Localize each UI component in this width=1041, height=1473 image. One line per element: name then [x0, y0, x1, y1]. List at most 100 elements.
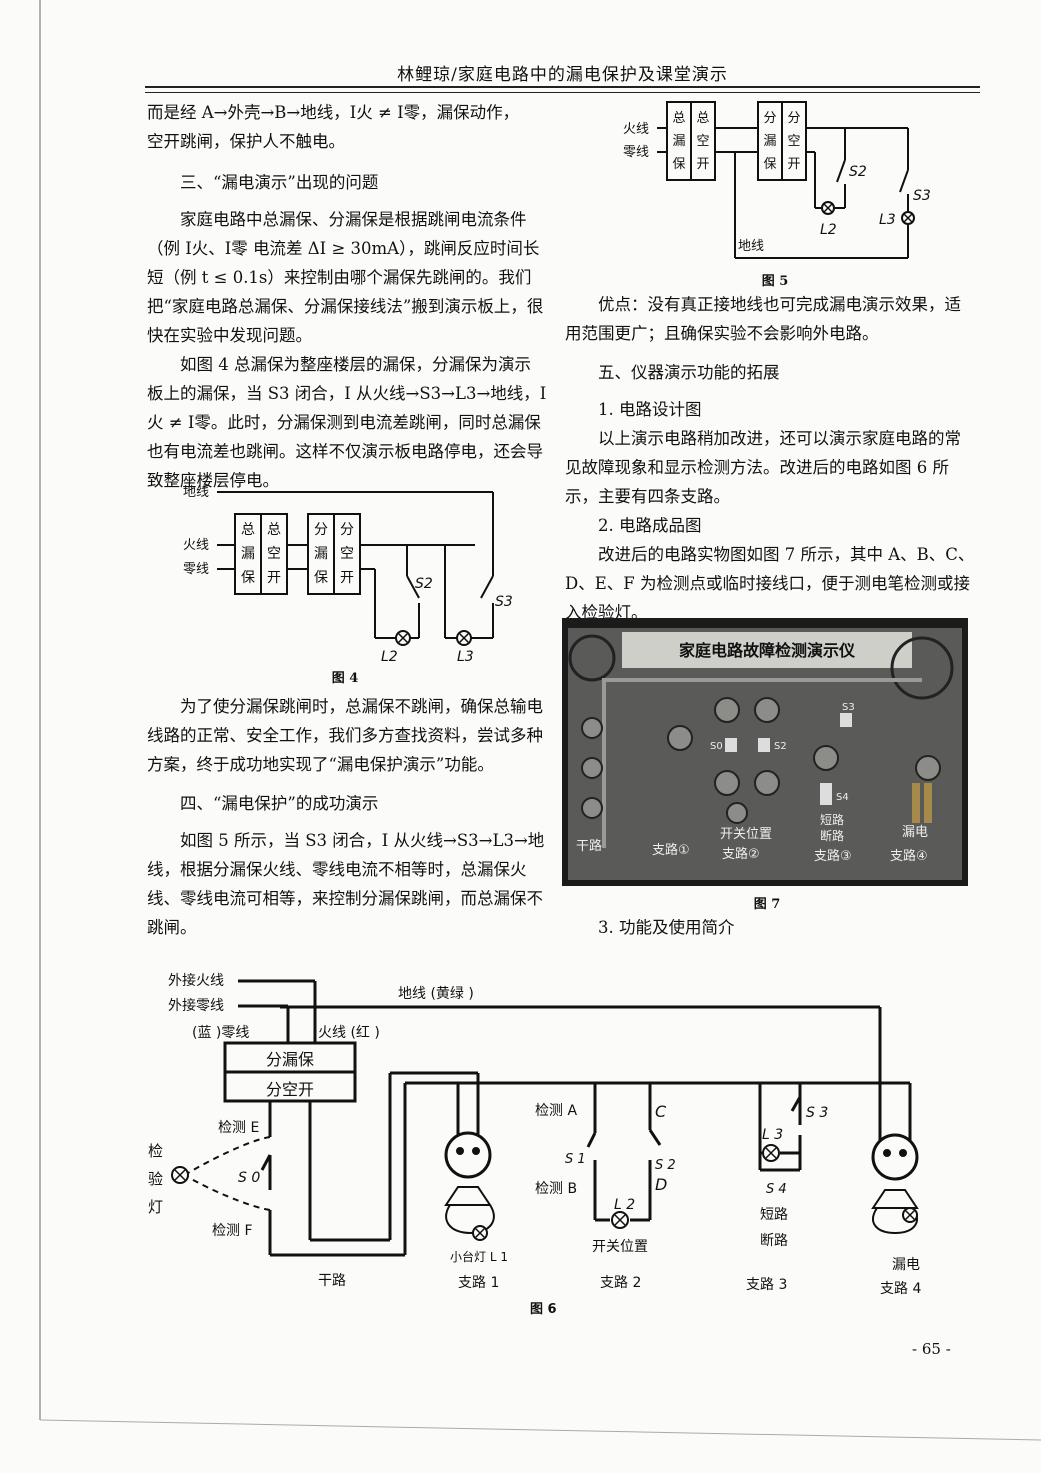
subsection-3-wrap: 3. 功能及使用简介 — [565, 913, 977, 942]
fig6-ground: 地线 (黄绿 ) — [398, 985, 474, 1002]
header-rule — [145, 86, 980, 88]
fig6-ext-neutral: 外接零线 — [168, 997, 224, 1014]
subsection-2: 2. 电路成品图 — [598, 516, 702, 535]
paragraph-4: 如图 5 所示，当 S3 闭合，I 从火线→S3→L3→地线，根据分漏保火线、零… — [147, 831, 545, 937]
fig7-label-switchpos: 开关位置 — [720, 827, 772, 842]
fig7-label-main: 干路 — [576, 838, 602, 854]
fig5-l3: L3 — [879, 212, 896, 228]
subsection-3: 3. 功能及使用简介 — [598, 918, 735, 937]
left-column: 而是经 A→外壳→B→地线，I火 ≠ I零，漏保动作， 空开跳闸，保护人不触电。… — [147, 98, 547, 495]
fig4-box1-c2: 漏 — [241, 546, 255, 562]
fig6-l2: L 2 — [614, 1197, 635, 1213]
fig6-box-bottom: 分空开 — [266, 1080, 314, 1099]
fig4-box1-c1: 总 — [241, 522, 255, 538]
section-4-title: 四、“漏电保护”的成功演示 — [180, 794, 379, 813]
fig4-box1-c3: 保 — [241, 570, 255, 586]
fig5-box3-c1: 分 — [763, 111, 776, 126]
fig4-box4-c1: 分 — [340, 522, 354, 538]
figure-4-circuit: 地线 火线 零线 总 漏 保 总 空 开 分 漏 保 分 空 开 S2 L2 S… — [183, 485, 513, 665]
fig4-ground-label: 地线 — [183, 485, 209, 500]
fig6-caption: 图 6 — [530, 1302, 557, 1317]
fig5-box2-c2: 空 — [696, 134, 709, 149]
fig6-switch-pos: 开关位置 — [592, 1239, 648, 1255]
fig5-box1-c2: 漏 — [672, 133, 685, 149]
fig5-box4-c1: 分 — [787, 111, 800, 126]
fig6-b4: 支路 4 — [880, 1281, 921, 1297]
fig6-box-top: 分漏保 — [266, 1050, 314, 1069]
fig6-s1: S 1 — [565, 1152, 586, 1167]
fig6-l3: L 3 — [762, 1127, 783, 1143]
fig6-detect-f: 检测 F — [212, 1223, 253, 1239]
fig4-neutral-label: 零线 — [183, 562, 209, 577]
fig6-ext-live: 外接火线 — [168, 972, 224, 989]
fig7-s4: S4 — [836, 792, 849, 803]
figure-5-circuit: 火线 零线 总 漏 保 总 空 开 分 漏 保 分 空 开 地线 S2 L2 S… — [623, 101, 931, 259]
paragraph-2: 如图 4 总漏保为整座楼层的漏保，分漏保为演示板上的漏保，当 S3 闭合，I 从… — [147, 355, 547, 490]
fig6-lamp-c2: 验 — [148, 1170, 163, 1188]
fig7-caption: 图 7 — [753, 897, 781, 912]
fig7-title: 家庭电路故障检测演示仪 — [679, 641, 856, 660]
fig7-label-b2: 支路② — [722, 846, 760, 862]
fig7-label-open: 断路 — [820, 828, 844, 843]
fig5-live-label: 火线 — [623, 122, 649, 137]
fig7-s3: S3 — [842, 702, 855, 713]
fig5-neutral-label: 零线 — [623, 145, 649, 160]
fig6-detect-b: 检测 B — [535, 1181, 577, 1197]
fig7-label-leak: 漏电 — [902, 824, 928, 840]
right-column: 优点：没有真正接地线也可完成漏电演示效果，适用范围更广；且确保实验不会影响外电路… — [565, 290, 977, 627]
fig6-main: 干路 — [318, 1273, 346, 1289]
section-3-title: 三、“漏电演示”出现的问题 — [180, 173, 379, 192]
fig5-box2-c3: 开 — [696, 157, 709, 172]
fig6-s4: S 4 — [766, 1182, 787, 1197]
fig7-label-b4: 支路④ — [890, 848, 928, 864]
paragraph-7: 改进后的电路实物图如图 7 所示，其中 A、B、C、D、E、F 为检测点或临时接… — [565, 545, 975, 622]
fig4-live-label: 火线 — [183, 538, 209, 553]
figure-7-photo: 家庭电路故障检测演示仪 S0 S2 S3 S4 干路 支路① 开关位置 支路② … — [562, 618, 968, 886]
fig7-label-short: 短路 — [820, 812, 844, 827]
fig6-b1: 支路 1 — [458, 1275, 499, 1291]
fig6-blue-neutral: (蓝 )零线 — [192, 1025, 249, 1041]
fig6-leak: 漏电 — [892, 1257, 920, 1273]
left-column-lower: 为了使分漏保跳闸时，总漏保不跳闸，确保总输电线路的正常、安全工作，我们多方查找资… — [147, 692, 547, 942]
fig7-label-b3: 支路③ — [814, 848, 852, 864]
paragraph-cont-2: 空开跳闸，保护人不触电。 — [147, 132, 345, 151]
fig4-box3-c1: 分 — [314, 522, 328, 538]
fig6-b3: 支路 3 — [746, 1277, 787, 1293]
fig6-detect-a: 检测 A — [535, 1103, 577, 1119]
fig6-b2: 支路 2 — [600, 1275, 641, 1291]
section-5-title: 五、仪器演示功能的拓展 — [598, 363, 780, 382]
fig5-box4-c3: 开 — [787, 157, 800, 172]
fig6-detect-e: 检测 E — [218, 1120, 259, 1136]
paragraph-cont-1: 而是经 A→外壳→B→地线，I火 ≠ I零，漏保动作， — [147, 103, 520, 122]
fig6-s3: S 3 — [806, 1105, 828, 1121]
fig5-s2: S2 — [849, 164, 867, 180]
fig4-caption: 图 4 — [331, 671, 359, 686]
fig4-l3: L3 — [457, 649, 474, 665]
fig5-box2-c1: 总 — [696, 111, 709, 126]
fig4-box2-c1: 总 — [267, 522, 281, 538]
fig5-s3: S3 — [913, 188, 931, 204]
fig4-box4-c2: 空 — [340, 546, 354, 562]
fig4-l2: L2 — [381, 649, 398, 665]
fig6-lamp-c1: 检 — [148, 1142, 163, 1160]
fig4-box4-c3: 开 — [340, 570, 354, 586]
fig5-box1-c1: 总 — [672, 111, 685, 126]
fig4-box3-c3: 保 — [314, 570, 328, 586]
header-rule-thin — [145, 92, 980, 93]
page-number: - 65 - — [912, 1340, 951, 1358]
fig6-c: C — [655, 1102, 667, 1121]
fig6-lamp-c3: 灯 — [148, 1198, 163, 1216]
fig6-open: 断路 — [760, 1233, 788, 1249]
fig7-s0: S0 — [710, 741, 723, 752]
fig5-box3-c3: 保 — [763, 157, 776, 172]
fig4-box2-c3: 开 — [267, 570, 281, 586]
fig5-box4-c2: 空 — [787, 134, 800, 149]
fig6-red-live: 火线 (红 ) — [318, 1025, 380, 1041]
fig6-lamp: 小台灯 L 1 — [450, 1249, 508, 1264]
fig7-label-b1: 支路① — [652, 842, 690, 858]
fig6-s0: S 0 — [238, 1170, 260, 1186]
fig5-l2: L2 — [820, 222, 837, 238]
paragraph-5: 优点：没有真正接地线也可完成漏电演示效果，适用范围更广；且确保实验不会影响外电路… — [565, 295, 961, 343]
fig4-box2-c2: 空 — [267, 546, 281, 562]
fig5-box3-c2: 漏 — [763, 133, 776, 149]
